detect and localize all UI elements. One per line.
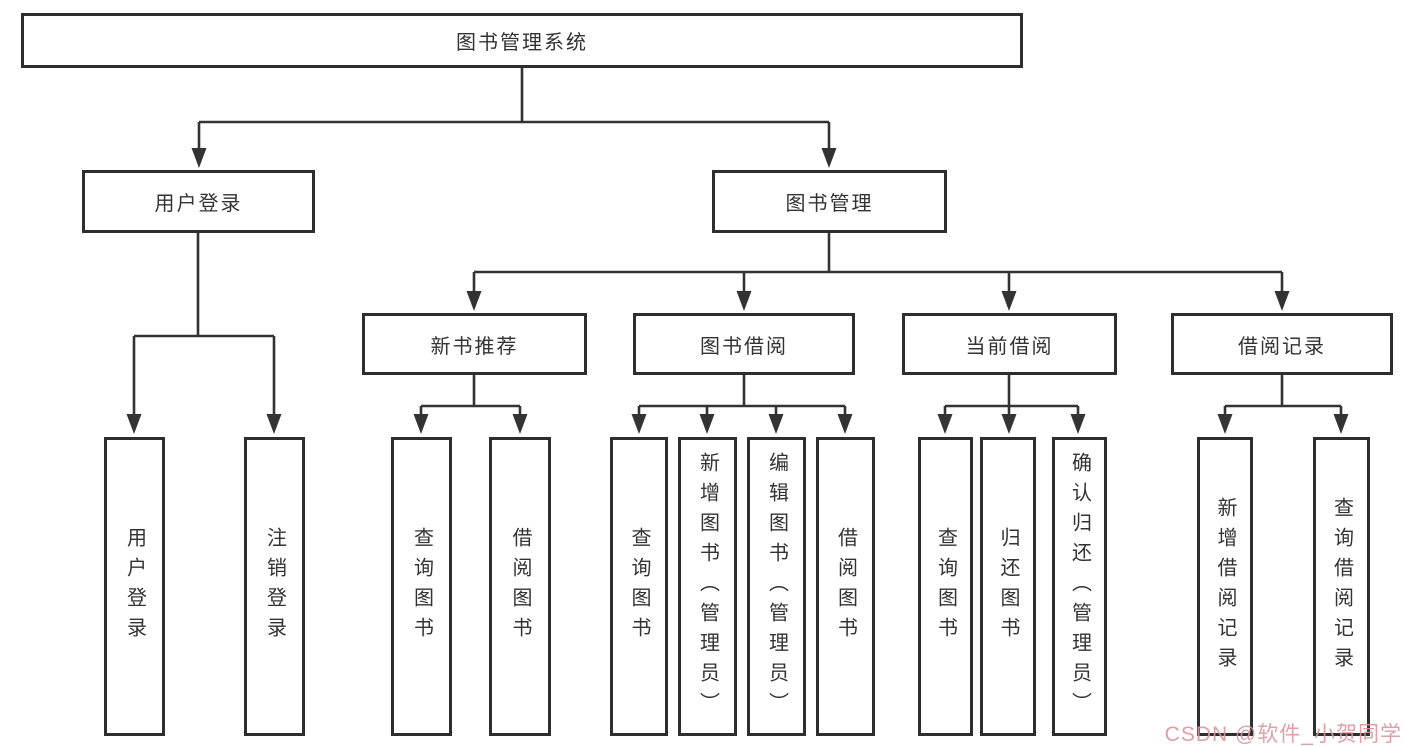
leaf-add-book-admin-label: 新增图书（管理员） [696,451,719,722]
leaf-confirm-return-admin-label: 确认归还（管理员） [1068,451,1091,722]
leaf-query-books-borrow-label: 查询图书 [628,526,650,647]
node-new-book-recommend-label: 新书推荐 [430,335,519,358]
leaf-query-books-current: 查询图书 [918,437,973,736]
leaf-query-borrow-record: 查询借阅记录 [1313,437,1370,736]
leaf-borrow-books-recommend-label: 借阅图书 [509,526,531,647]
leaf-add-borrow-record: 新增借阅记录 [1197,437,1253,736]
node-current-borrow-label: 当前借阅 [965,335,1054,358]
leaf-edit-book-admin: 编辑图书（管理员） [747,437,806,736]
leaf-query-books-recommend: 查询图书 [391,437,452,736]
leaf-borrow-books: 借阅图书 [816,437,875,736]
leaf-user-login: 用户登录 [104,437,165,736]
leaf-edit-book-admin-label: 编辑图书（管理员） [765,451,788,722]
node-library-system-label: 图书管理系统 [456,32,588,54]
node-new-book-recommend: 新书推荐 [362,313,587,375]
node-current-borrow: 当前借阅 [902,313,1117,375]
node-book-borrow: 图书借阅 [633,313,855,375]
leaf-user-login-label: 用户登录 [123,526,146,647]
leaf-logout-label: 注销登录 [263,526,286,647]
leaf-confirm-return-admin: 确认归还（管理员） [1052,437,1107,736]
leaf-query-books-current-label: 查询图书 [934,526,957,647]
leaf-borrow-books-label: 借阅图书 [834,526,857,647]
leaf-query-books-recommend-label: 查询图书 [410,526,433,647]
leaf-return-books: 归还图书 [980,437,1036,736]
leaf-add-book-admin: 新增图书（管理员） [678,437,737,736]
leaf-logout: 注销登录 [244,437,305,736]
node-book-management: 图书管理 [712,170,947,233]
node-book-management-label: 图书管理 [785,193,874,215]
leaf-query-books-borrow: 查询图书 [610,437,668,736]
leaf-query-borrow-record-label: 查询借阅记录 [1330,496,1353,677]
node-borrow-records: 借阅记录 [1171,313,1393,375]
node-book-borrow-label: 图书借阅 [700,335,788,358]
leaf-borrow-books-recommend: 借阅图书 [489,437,551,736]
leaf-return-books-label: 归还图书 [997,526,1019,647]
node-user-login-label: 用户登录 [154,193,243,215]
node-user-login: 用户登录 [82,170,315,233]
watermark-text: CSDN @软件_小贺同学 [1164,723,1402,746]
node-library-system: 图书管理系统 [21,13,1023,68]
leaf-add-borrow-record-label: 新增借阅记录 [1214,496,1236,677]
node-borrow-records-label: 借阅记录 [1238,335,1326,358]
